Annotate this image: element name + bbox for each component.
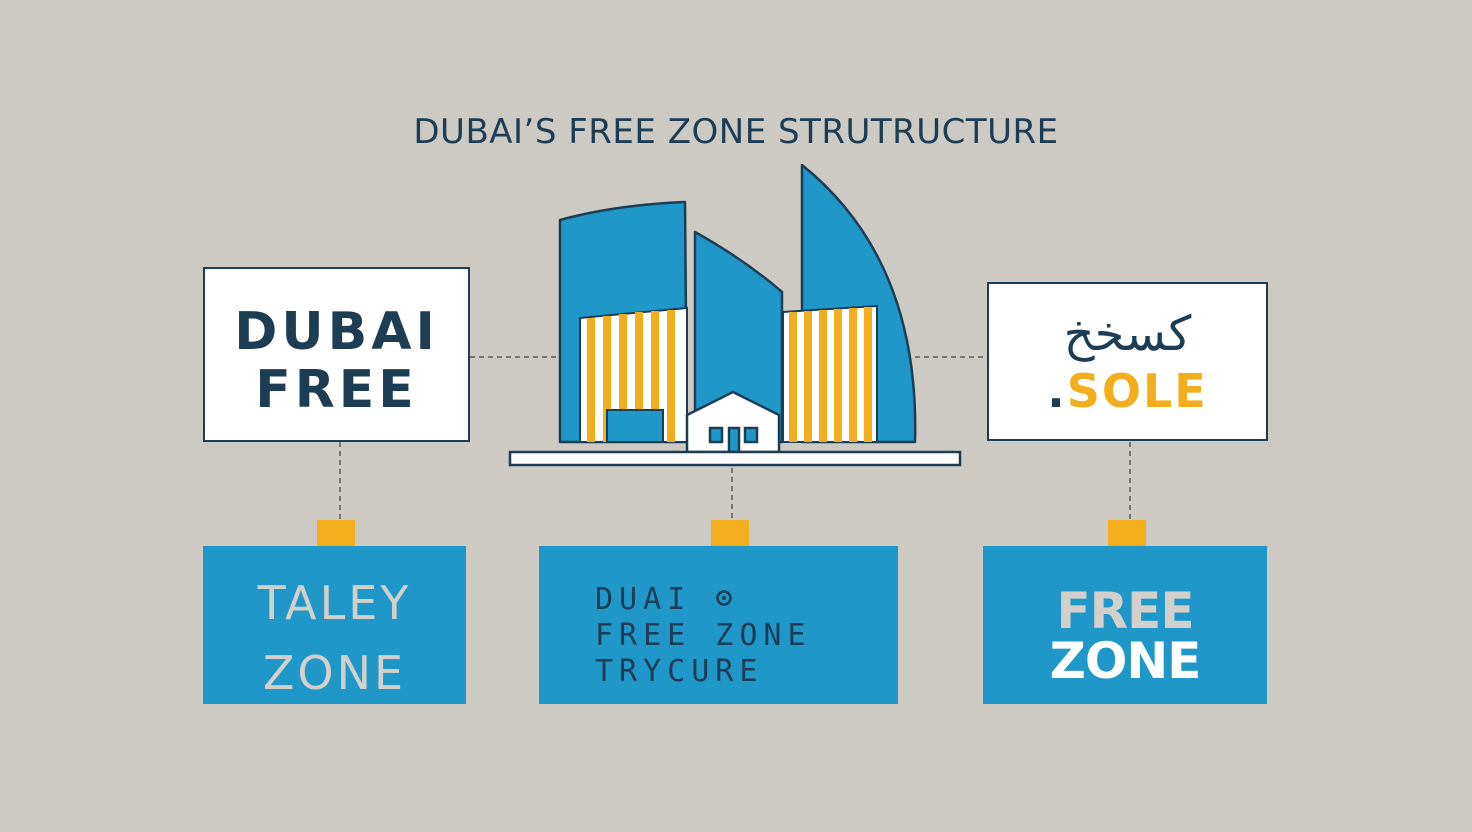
arabic-text: كسخخ	[1063, 306, 1192, 362]
skyscraper-cluster-icon	[508, 163, 962, 467]
duai-label: DUAI FREE ZONE TRYCURE	[595, 582, 812, 690]
diagram-title: DUBAI’S FREE ZONE STRUTRUCTURE	[413, 112, 1059, 152]
trycure-text: TRYCURE	[595, 654, 764, 689]
location-pin-icon	[716, 590, 733, 606]
free-text: FREE	[255, 360, 418, 420]
taley-zone-box: TALEY ZONE	[203, 546, 466, 704]
sole-dot: .	[1047, 364, 1067, 418]
orange-tab-left	[317, 520, 355, 546]
sole-label: .SOLE	[989, 364, 1266, 418]
zone-text-large: ZONE	[1049, 632, 1202, 690]
sole-text: SOLE	[1066, 364, 1208, 418]
free-zone-text: FREE ZONE	[595, 618, 812, 653]
taley-text: TALEY	[257, 576, 412, 630]
duai-free-zone-box: DUAI FREE ZONE TRYCURE	[539, 546, 898, 704]
house-icon	[685, 390, 781, 454]
dubai-free-box: DUBAI FREE	[203, 267, 470, 442]
taley-zone-label: TALEY ZONE	[203, 568, 466, 708]
free-zone-box: FREE ZONE	[983, 546, 1267, 704]
dubai-text: DUBAI	[234, 302, 439, 362]
duai-text: DUAI	[595, 582, 692, 617]
orange-tab-center	[711, 520, 749, 546]
sole-box: كسخخ .SOLE	[987, 282, 1268, 441]
orange-tab-right	[1108, 520, 1146, 546]
zone-text: ZONE	[262, 646, 407, 700]
duai-line-wrap: DUAI	[595, 582, 812, 618]
dubai-free-label: DUBAI FREE	[205, 303, 468, 419]
free-text-large: FREE	[1056, 582, 1195, 640]
